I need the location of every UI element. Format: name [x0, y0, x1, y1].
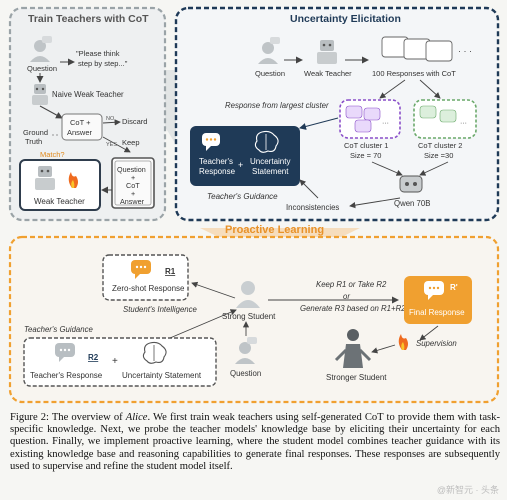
lower-speech-bubble-icon [55, 343, 75, 362]
weak-teacher-label: Weak Teacher [34, 197, 85, 206]
train-teachers-panel: Train Teachers with CoT Question "Please… [8, 6, 167, 222]
ground-truth-line-1: Ground [23, 128, 48, 137]
r1-tag: R1 [165, 267, 176, 276]
proactive-panel-title: Proactive Learning [225, 224, 324, 236]
supervision-fire-icon [398, 334, 408, 350]
caption-prefix: Figure 2: The overview of [10, 412, 126, 423]
qwen-label: Qwen 70B [394, 199, 430, 208]
cluster-1-size: Size = 70 [350, 151, 381, 160]
lower-brain-icon [142, 341, 167, 364]
qca-line-2: + [131, 173, 135, 182]
overview-diagram: Train Teachers with CoT Question "Please… [8, 6, 500, 404]
cluster-2-size: Size =30 [424, 151, 453, 160]
students-intelligence-label: Student's Intelligence [123, 305, 198, 314]
uncertainty-panel-title: Uncertainty Elicitation [290, 13, 401, 25]
bottom-question-icon [235, 337, 257, 364]
cot-answer-box [61, 113, 103, 141]
figure-caption: Figure 2: The overview of Alice. We firs… [10, 412, 500, 473]
cluster-2-name: CoT cluster 2 [418, 141, 462, 150]
generate-label: Generate R3 based on R1+R2 [300, 304, 406, 313]
keep-label: Keep [122, 138, 140, 147]
cluster-2-bubbles-icon: ··· [419, 105, 467, 127]
svg-text:···: ··· [382, 120, 389, 127]
proactive-learning-panel: Proactive Learning R1 Zero-shot Response… [8, 224, 500, 404]
zero-shot-label: Zero-shot Response [112, 284, 185, 293]
guidance-response-line-2: Response [199, 167, 236, 176]
cluster-1-bubbles-icon: ··· [345, 105, 389, 133]
bottom-question-label: Question [230, 369, 261, 378]
guidance-uncertainty-line-1: Uncertainty [250, 157, 290, 166]
cluster-1-name: CoT cluster 1 [344, 141, 388, 150]
lower-plus: + [112, 356, 118, 367]
svg-text:···: ··· [460, 120, 467, 127]
fire-icon [68, 172, 78, 188]
caption-text: . We first train weak teachers using sel… [10, 412, 500, 472]
train-question-label: Question [27, 64, 57, 73]
strong-student-icon [236, 281, 260, 308]
response-stack-icon: · · · [381, 36, 472, 62]
guidance-uncertainty-line-2: Statement [252, 167, 289, 176]
svg-text:· · ·: · · · [458, 46, 472, 56]
or-label: or [343, 292, 350, 301]
qca-line-3: CoT [126, 181, 140, 190]
caption-italic-name: Alice [125, 412, 148, 423]
guidance-response-line-1: Teacher's [199, 157, 233, 166]
match-question-label: Match? [40, 150, 65, 159]
r-prime-tag: R' [450, 283, 458, 292]
discard-label: Discard [122, 117, 147, 126]
stronger-student-label: Stronger Student [326, 373, 387, 382]
brain-icon [254, 130, 279, 153]
uq-weak-teacher-label: Weak Teacher [304, 69, 352, 78]
inconsistencies-label: Inconsistencies [286, 203, 339, 212]
stronger-student-icon [334, 329, 372, 368]
uq-weak-teacher-icon [317, 40, 337, 64]
final-response-bubble-icon [424, 281, 444, 300]
final-response-label: Final Response [409, 308, 465, 317]
weak-teacher-robot-icon [35, 166, 55, 190]
teachers-guidance-label: Teacher's Guidance [207, 192, 278, 201]
uncertainty-panel: Uncertainty Elicitation Question Weak Te… [174, 6, 500, 222]
final-response-box [404, 276, 472, 324]
cot-answer-line-1: CoT + [70, 118, 91, 127]
prompt-line-1: "Please think [76, 49, 120, 58]
lower-teacher-response-label: Teacher's Response [30, 371, 103, 380]
qwen-robot-icon [399, 175, 423, 193]
qca-line-4: + [131, 189, 135, 198]
yes-label: YES [106, 142, 117, 148]
zero-shot-box [102, 254, 189, 301]
naive-teacher-label: Naive Weak Teacher [52, 90, 124, 99]
supervision-label: Supervision [416, 339, 457, 348]
guidance-plus: + [238, 160, 243, 170]
qca-line-1: Question [117, 165, 146, 174]
strong-student-label: Strong Student [222, 312, 276, 321]
no-label: NO [106, 116, 115, 122]
qca-line-5: Answer [120, 197, 145, 206]
question-person-icon [30, 36, 52, 62]
lower-uncertainty-label: Uncertainty Statement [122, 371, 202, 380]
response-from-largest-label: Response from largest cluster [225, 101, 329, 110]
ground-truth-line-2: Truth [25, 137, 42, 146]
train-panel-title: Train Teachers with CoT [28, 13, 149, 25]
keep-or-take-label: Keep R1 or Take R2 [316, 280, 387, 289]
naive-teacher-robot-icon [32, 84, 48, 105]
lower-teachers-guidance-label: Teacher's Guidance [24, 325, 93, 334]
speech-bubble-icon [202, 133, 220, 151]
r2-tag: R2 [88, 353, 99, 362]
uq-question-label: Question [255, 69, 285, 78]
watermark: @新智元 · 头条 [436, 485, 499, 495]
responses-label: 100 Responses with CoT [372, 69, 456, 78]
zero-shot-bubble-icon [131, 260, 151, 279]
qca-box [111, 157, 155, 209]
prompt-line-2: step by step..." [78, 59, 128, 68]
cot-answer-line-2: Answer [67, 128, 93, 137]
uq-question-icon [258, 37, 280, 64]
